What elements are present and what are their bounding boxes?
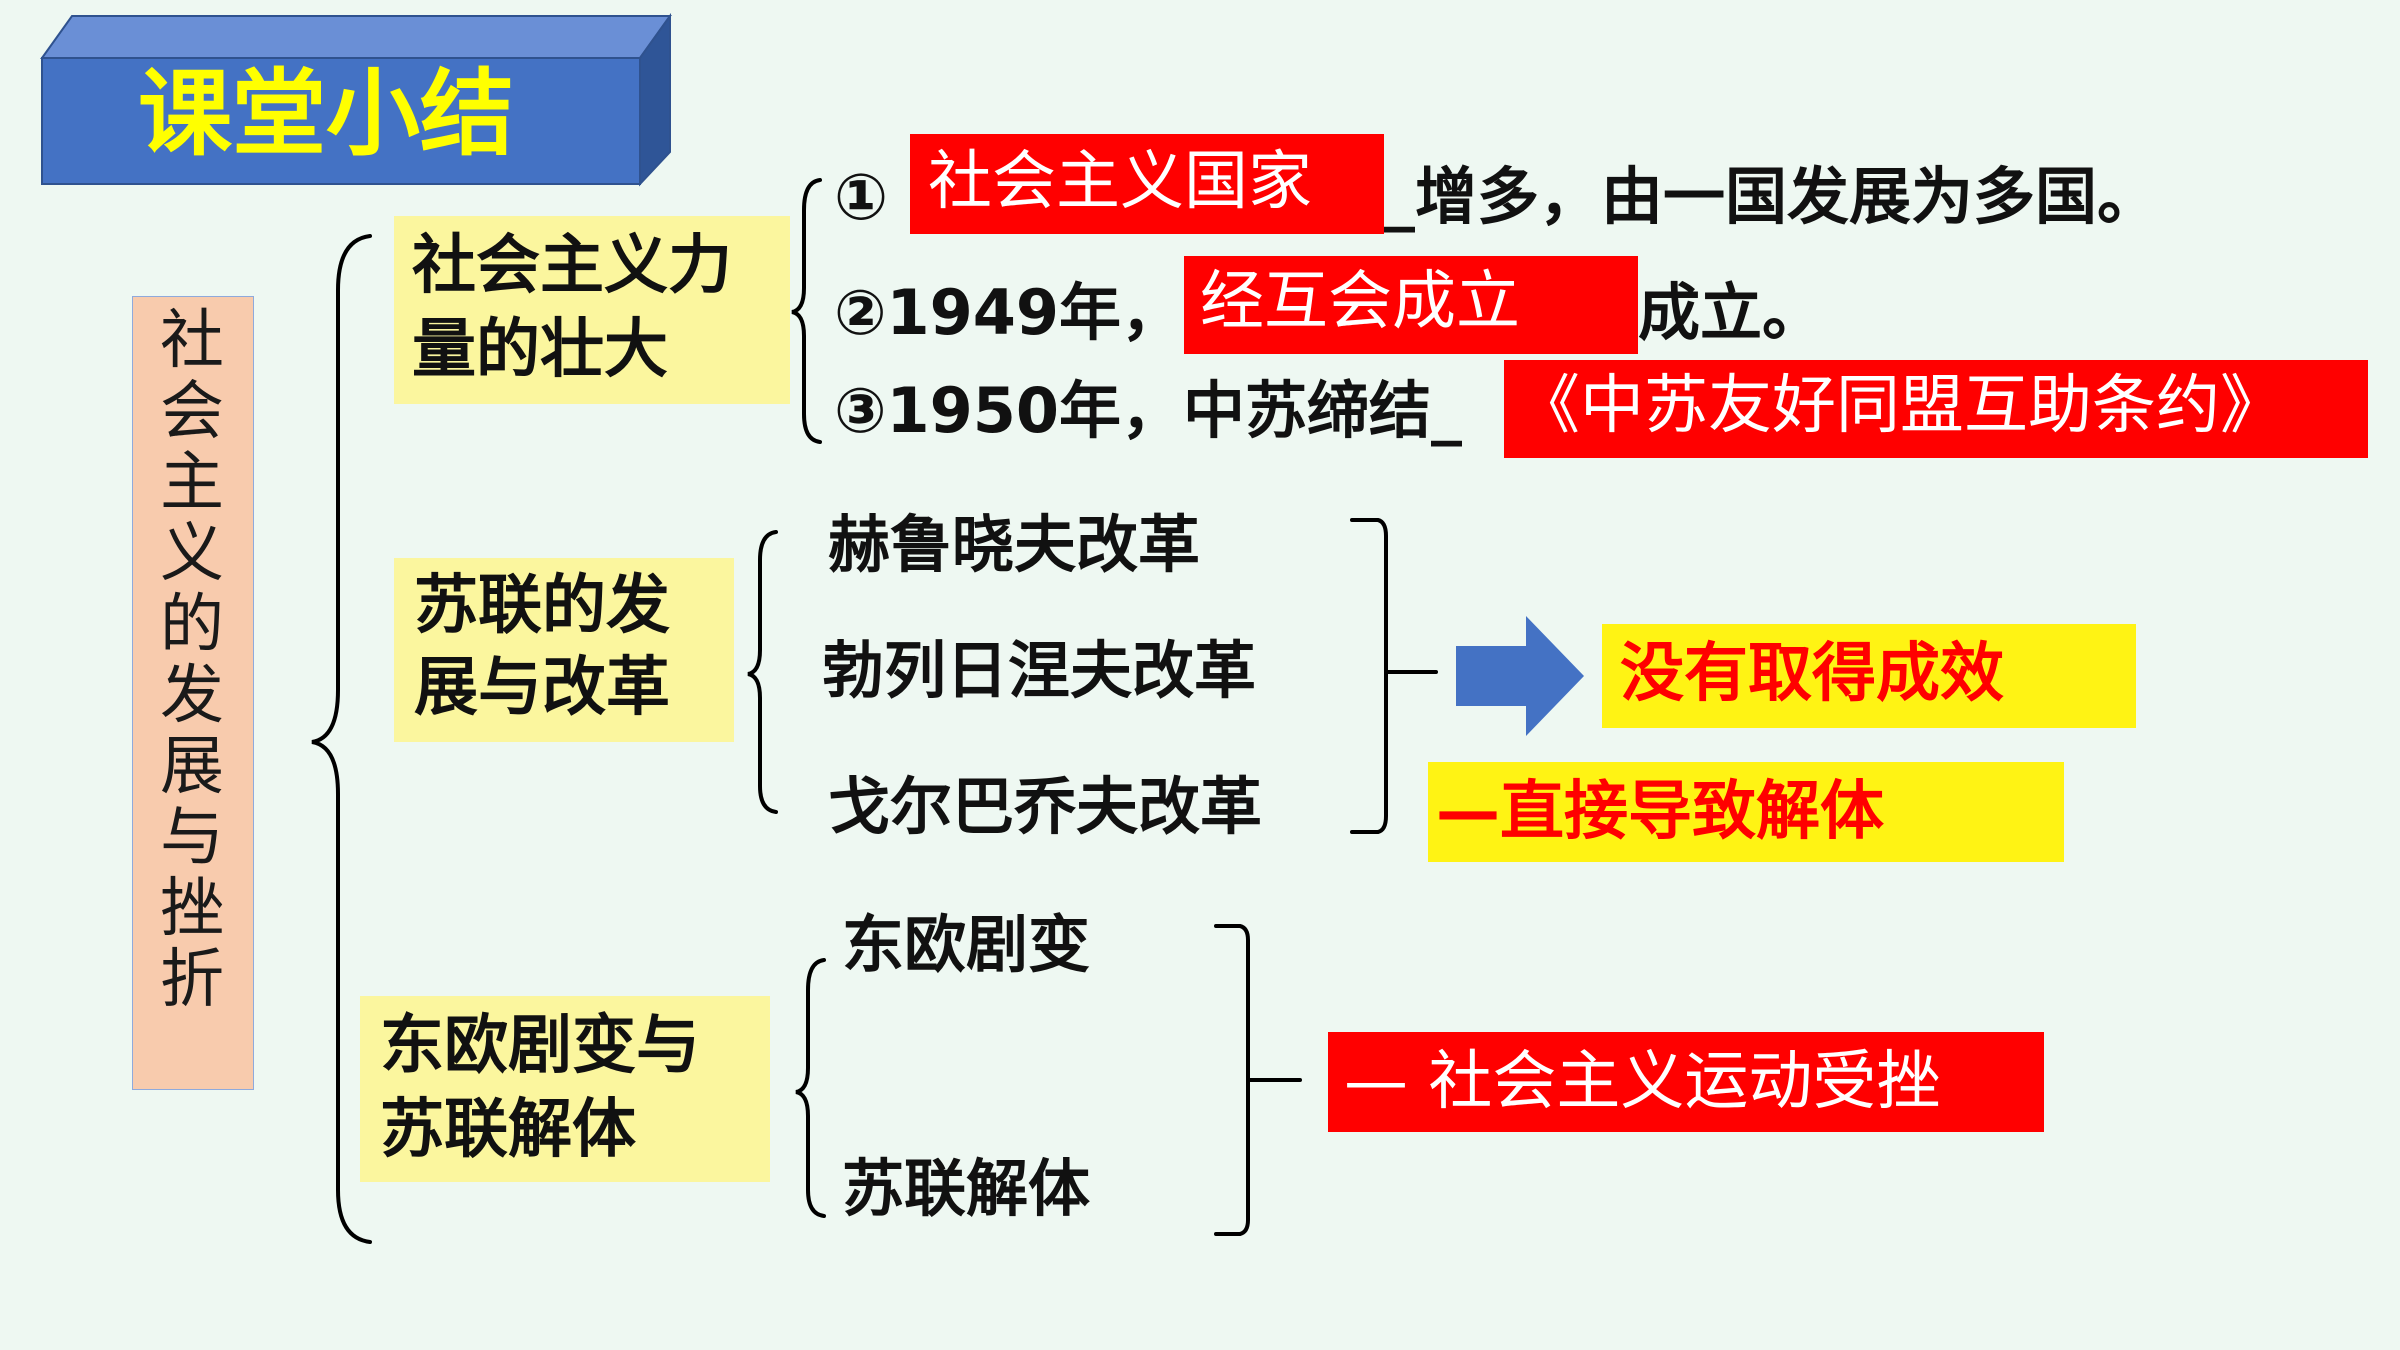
s1-item1-prefix: ① (834, 161, 889, 235)
s2-item-gorbachev: 戈尔巴乔夫改革 (828, 770, 1263, 843)
s1-item1-answer-box (910, 134, 1384, 234)
s1-item3-prefix: ③1950年，中苏缔结_ (834, 374, 1463, 447)
s2-note-box (1428, 762, 2064, 862)
s2-result-box (1602, 624, 2136, 728)
s3-result: — 社会主义运动受挫 (1344, 1045, 1941, 1119)
section-2-label-box (394, 558, 734, 742)
page-title: 课堂小结 (138, 60, 515, 169)
s1-item2-answer: 经互会成立 (1200, 265, 1520, 339)
s3-item-eastern-europe: 东欧剧变 (842, 908, 1091, 981)
s1-item3-answer-box (1504, 360, 2368, 458)
section-3-label-box (360, 996, 770, 1182)
s2-item-khrushchev: 赫鲁晓夫改革 (828, 508, 1201, 581)
section-1-label-box (394, 216, 790, 404)
section-3-label-line1: 东欧剧变与 (380, 1009, 700, 1083)
right-arrow-icon (1456, 616, 1584, 736)
root-label-box (132, 296, 254, 1090)
section-1-label-line2: 量的壮大 (412, 313, 668, 387)
s1-item1-answer: 社会主义国家 (928, 145, 1312, 219)
s2-item-brezhnev: 勃列日涅夫改革 (822, 634, 1257, 707)
section-2-label-line2: 展与改革 (414, 651, 670, 725)
s2-result: 没有取得成效 (1620, 637, 2004, 711)
section-3-label-line2: 苏联解体 (380, 1093, 636, 1167)
s1-item2-answer-box (1184, 256, 1638, 354)
s1-item2-prefix: ②1949年， (834, 276, 1184, 349)
s1-item2-suffix: 成立。 (1638, 276, 1825, 349)
s2-note: —直接导致解体 (1436, 775, 1884, 849)
section-1-label-line1: 社会主义力 (412, 229, 732, 303)
s3-item-ussr-dissolution: 苏联解体 (842, 1152, 1091, 1225)
s3-result-box (1328, 1032, 2044, 1132)
s1-item3-answer: 《中苏友好同盟互助条约》 (1516, 369, 2284, 443)
section-2-label-line1: 苏联的发 (414, 569, 670, 643)
s1-item1-suffix: _增多，由一国发展为多国。 (1384, 160, 2160, 233)
root-label: 社会主义的发展与挫折 (160, 304, 224, 1017)
